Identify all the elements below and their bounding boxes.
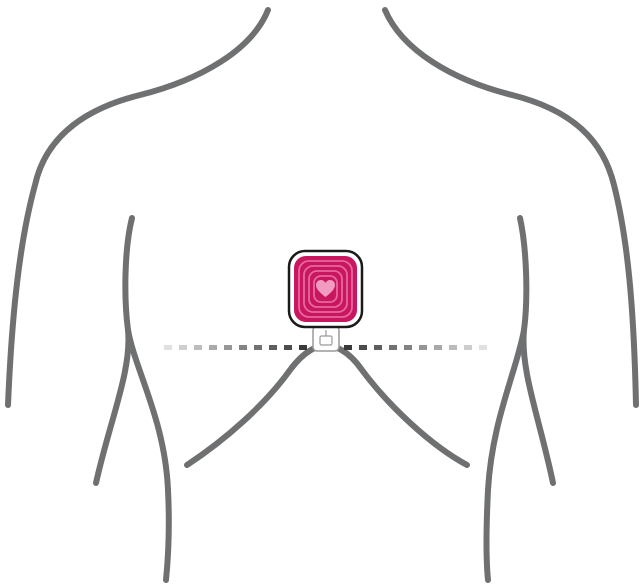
heart-monitor-device — [289, 251, 362, 327]
guide-dash — [389, 345, 397, 350]
right-inner-arm-outline — [520, 218, 553, 483]
guide-dash — [239, 345, 247, 350]
guide-dash — [224, 345, 232, 350]
guide-dash — [464, 345, 472, 350]
guide-dash — [284, 345, 292, 350]
left-inner-arm-outline — [96, 218, 132, 483]
guide-dash — [209, 345, 217, 350]
right-torso-side — [487, 330, 525, 580]
guide-dash — [194, 345, 202, 350]
guide-dash — [269, 345, 277, 350]
guide-dash — [179, 345, 187, 350]
guide-dash — [404, 345, 412, 350]
connector-icon — [313, 326, 339, 351]
guide-dash — [164, 345, 172, 350]
guide-dash — [434, 345, 442, 350]
guide-dash — [479, 345, 487, 350]
guide-dash — [254, 345, 262, 350]
guide-dash — [449, 345, 457, 350]
guide-dash — [419, 345, 427, 350]
guide-dash — [359, 345, 367, 350]
guide-dash — [344, 345, 352, 350]
left-torso-side — [128, 330, 169, 580]
ribcage-outline — [187, 346, 467, 465]
guide-dash — [299, 345, 307, 350]
guide-dash — [374, 345, 382, 350]
